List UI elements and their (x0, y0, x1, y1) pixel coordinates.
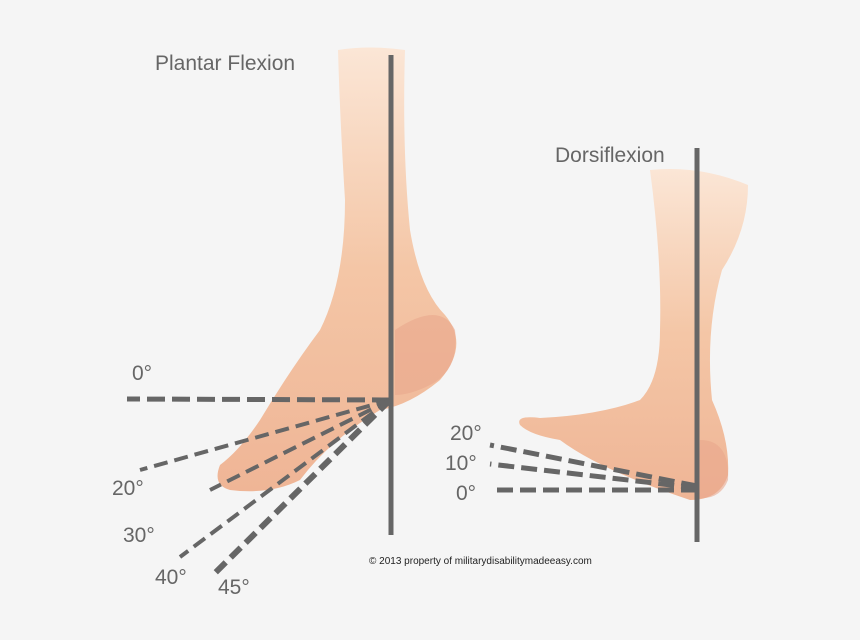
dorsi-heel-shadow (698, 440, 729, 499)
plantar-angle-30: 30° (123, 524, 155, 547)
dorsi-angle-10: 10° (445, 452, 477, 475)
plantar-angle-40: 40° (155, 566, 187, 589)
dorsi-foot-illustration (519, 169, 748, 500)
plantar-angle-45: 45° (218, 576, 250, 599)
copyright-notice: © 2013 property of militarydisabilitymad… (369, 556, 592, 567)
plantar-line-30 (209, 398, 391, 492)
plantar-line-0 (126, 396, 391, 403)
plantar-line-20 (139, 398, 391, 472)
dorsi-line-20 (489, 442, 698, 489)
dorsi-angle-20: 20° (450, 422, 482, 445)
plantar-line-40 (178, 398, 392, 559)
dorsi-title: Dorsiflexion (555, 144, 665, 167)
plantar-foot-illustration (217, 47, 457, 492)
plantar-angle-20: 20° (112, 477, 144, 500)
plantar-angle-0: 0° (132, 362, 153, 385)
plantar-title: Plantar Flexion (155, 52, 296, 75)
dorsi-angle-0: 0° (456, 482, 477, 505)
plantar-heel-shadow (395, 315, 456, 395)
dorsi-line-10 (489, 461, 698, 491)
